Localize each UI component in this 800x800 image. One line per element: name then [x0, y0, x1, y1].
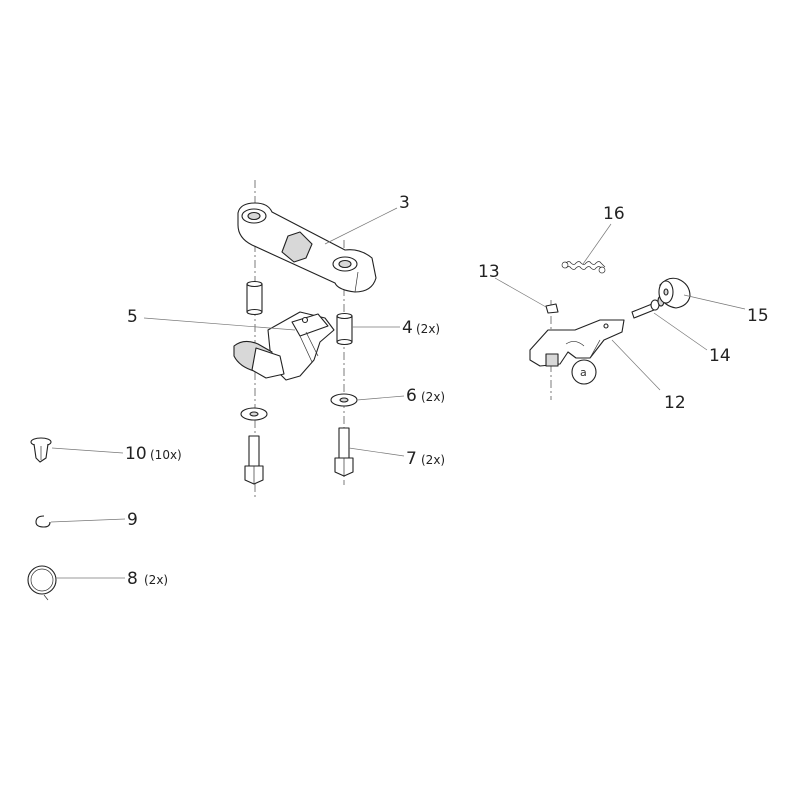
svg-text:10: 10: [125, 444, 147, 464]
svg-text:(2x): (2x): [421, 453, 445, 467]
svg-text:8: 8: [127, 569, 138, 589]
callout-13: 13: [478, 262, 500, 282]
callout-8: 8 (2x): [127, 569, 168, 589]
svg-text:(2x): (2x): [421, 390, 445, 404]
callout-9: 9: [127, 510, 138, 530]
svg-text:(2x): (2x): [144, 573, 168, 587]
leader-3: [324, 207, 398, 245]
part-14-pin: [631, 295, 665, 319]
callout-16: 16: [603, 204, 625, 224]
part-7-bolt-left: [244, 435, 264, 485]
leader-6: [356, 395, 405, 401]
callout-5: 5: [127, 307, 138, 327]
callout-14: 14: [709, 346, 731, 366]
leader-10: [51, 447, 124, 454]
part-6-washer-left: [240, 407, 268, 421]
callout-15: 15: [747, 306, 769, 326]
svg-text:13: 13: [478, 262, 500, 282]
part-10-clip: [30, 437, 52, 463]
detail-marker-circle: [571, 359, 597, 385]
leader-5: [143, 317, 296, 331]
part-13-clip: [545, 303, 559, 314]
svg-text:5: 5: [127, 307, 138, 327]
svg-text:(2x): (2x): [416, 322, 440, 336]
leader-9: [50, 518, 126, 523]
svg-text:16: 16: [603, 204, 625, 224]
svg-text:14: 14: [709, 346, 731, 366]
leader-14: [653, 312, 708, 351]
callout-4: 4 (2x): [402, 318, 440, 338]
svg-text:15: 15: [747, 306, 769, 326]
callout-7: 7 (2x): [406, 449, 445, 469]
part-15-roller: [658, 277, 691, 309]
leader-12: [611, 339, 661, 391]
svg-text:6: 6: [406, 386, 417, 406]
leader-lines: [50, 207, 746, 579]
callout-3: 3: [399, 193, 410, 213]
part-7-bolt-right: [334, 427, 354, 477]
callout-12: 12: [664, 393, 686, 413]
leader-7: [348, 447, 405, 457]
detail-marker-letter: a: [580, 366, 587, 379]
svg-text:4: 4: [402, 318, 413, 338]
part-4-bushing-right: [336, 312, 353, 346]
part-12-plate: [529, 319, 625, 367]
part-6-washer-right: [330, 393, 358, 407]
svg-text:3: 3: [399, 193, 410, 213]
leader-13: [494, 277, 547, 308]
part-9-ring: [35, 515, 51, 528]
leader-15: [683, 294, 746, 310]
leader-16: [582, 223, 612, 265]
callout-6: 6 (2x): [406, 386, 445, 406]
svg-text:9: 9: [127, 510, 138, 530]
svg-text:(10x): (10x): [150, 448, 182, 462]
callout-10: 10 (10x): [125, 444, 182, 464]
part-4-bushing-left: [246, 280, 263, 316]
part-16-spring: [561, 261, 606, 274]
svg-text:12: 12: [664, 393, 686, 413]
part-5-mechanism: [233, 311, 335, 381]
svg-text:7: 7: [406, 449, 417, 469]
part-3-arm: [237, 202, 377, 293]
part-8-circlip: [27, 565, 57, 601]
